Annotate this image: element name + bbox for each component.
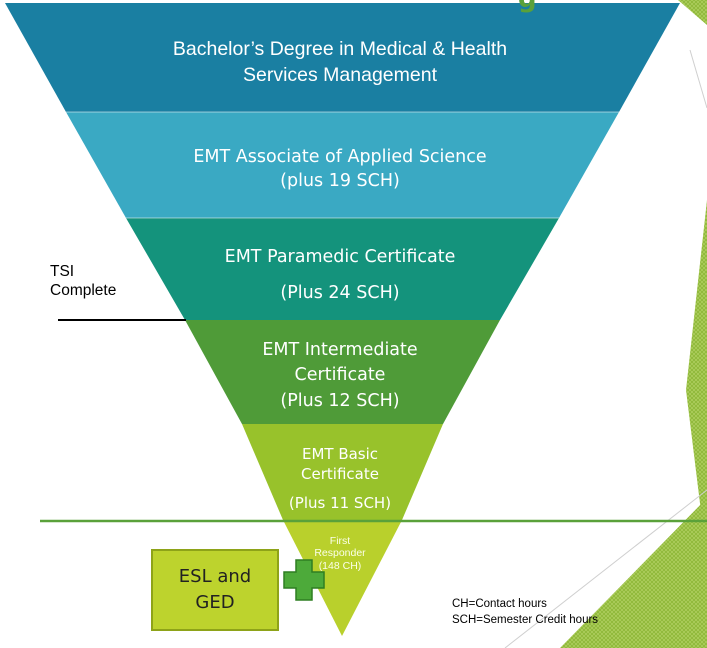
tier-2-line-2: (plus 19 SCH) [280,170,400,191]
plus-icon [283,559,325,601]
tier-1-label: Bachelor’s Degree in Medical & Health Se… [120,36,560,89]
tier-2-line-1: EMT Associate of Applied Science [193,147,487,167]
tier-5-line-3: (Plus 11 SCH) [288,494,392,512]
esl-box-line-2: GED [195,592,235,613]
tier-1-line-2: Services Management [242,64,437,87]
tsi-label-line-1: TSI [50,263,75,280]
tier-4-band [185,320,500,424]
tier-2-band [66,112,619,218]
tier-5-band [242,424,443,520]
tier-5-label: EMT Basic Certificate (Plus 11 SCH) [268,445,412,514]
tier-6-label: First Responder (148 CH) [300,535,380,572]
tier-3-label: EMT Paramedic Certificate (Plus 24 SCH) [190,240,490,312]
tier-1-line-1: Bachelor’s Degree in Medical & Health [172,38,508,60]
esl-box-line-1: ESL and [178,565,252,587]
tier-4-line-2: Certificate [294,365,386,386]
abbreviation-legend: CH=Contact hours SCH=Semester Credit hou… [452,597,598,628]
tier-4-line-1: EMT Intermediate [262,340,418,360]
tier-6-band [283,520,402,636]
legend-line-2: SCH=Semester Credit hours [452,613,599,626]
pyramid [5,3,680,636]
tier-6-line-2: Responder [314,547,366,560]
tier-5-line-1: EMT Basic [301,445,379,463]
tier-6-line-1: First [329,535,351,547]
tsi-label-line-2: Complete [50,282,117,300]
slide-decoration [504,0,707,648]
tier-5-line-2: Certificate [301,464,379,483]
tier-3-band [126,218,559,320]
decoration-thin-line-2 [504,489,707,648]
slide-title-fragment: g [518,0,538,14]
decoration-top-shard [678,0,707,25]
tier-4-line-3: (Plus 12 SCH) [280,390,400,411]
tier-6-line-3: (148 CH) [318,559,362,572]
tier-1-band [5,3,680,112]
tier-2-label: EMT Associate of Applied Science (plus 1… [150,146,530,193]
tier-3-line-1: EMT Paramedic Certificate [224,247,456,267]
esl-ged-box: ESL and GED [151,549,279,631]
decoration-thin-line-1 [689,49,707,109]
legend-line-1: CH=Contact hours [452,598,547,610]
decoration-right-shard [686,200,707,560]
tier-4-label: EMT Intermediate Certificate (Plus 12 SC… [220,338,460,414]
tsi-complete-label: TSI Complete [50,262,116,301]
decoration-bottom-shard [560,498,707,648]
tier-3-line-2: (Plus 24 SCH) [280,282,400,303]
